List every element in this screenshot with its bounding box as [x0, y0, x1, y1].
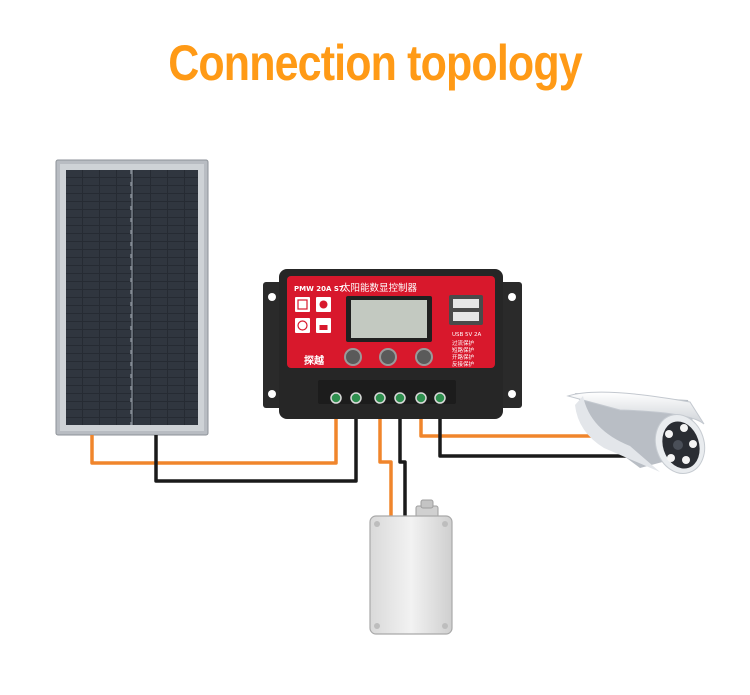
- protection-label-4: 反接保护: [452, 360, 475, 368]
- usb-label: USB 5V 2A: [452, 332, 482, 338]
- wire-load-negative: [438, 405, 630, 458]
- solar-controller: PMW 20A S7 太阳能数显控制器 USB 5V 2A 过流保护 短路保护 …: [263, 269, 522, 419]
- controller-name-label: 太阳能数显控制器: [341, 282, 418, 294]
- page-title: Connection topology: [168, 35, 582, 91]
- wire-battery-positive: [378, 405, 393, 518]
- terminal-screws: [330, 392, 446, 404]
- brand-label: 探越: [304, 354, 325, 367]
- controller-button-1: [344, 348, 362, 366]
- controller-model-label: PMW 20A S7: [294, 285, 344, 293]
- protection-label-2: 短路保护: [452, 346, 475, 354]
- solar-panel: [55, 159, 209, 436]
- solar-icon: [295, 297, 310, 312]
- wire-panel-positive: [90, 405, 338, 465]
- clock-icon: [295, 318, 310, 333]
- protection-label-3: 开路保护: [452, 353, 475, 361]
- controller-button-3: [415, 348, 433, 366]
- controller-button-2: [379, 348, 397, 366]
- wiring: [90, 405, 630, 518]
- security-camera: [566, 391, 706, 474]
- lcd-screen: [351, 300, 427, 338]
- battery-box: [369, 499, 453, 635]
- protection-label-1: 过流保护: [452, 339, 475, 347]
- wire-panel-negative: [154, 405, 358, 483]
- wire-battery-negative: [398, 405, 407, 518]
